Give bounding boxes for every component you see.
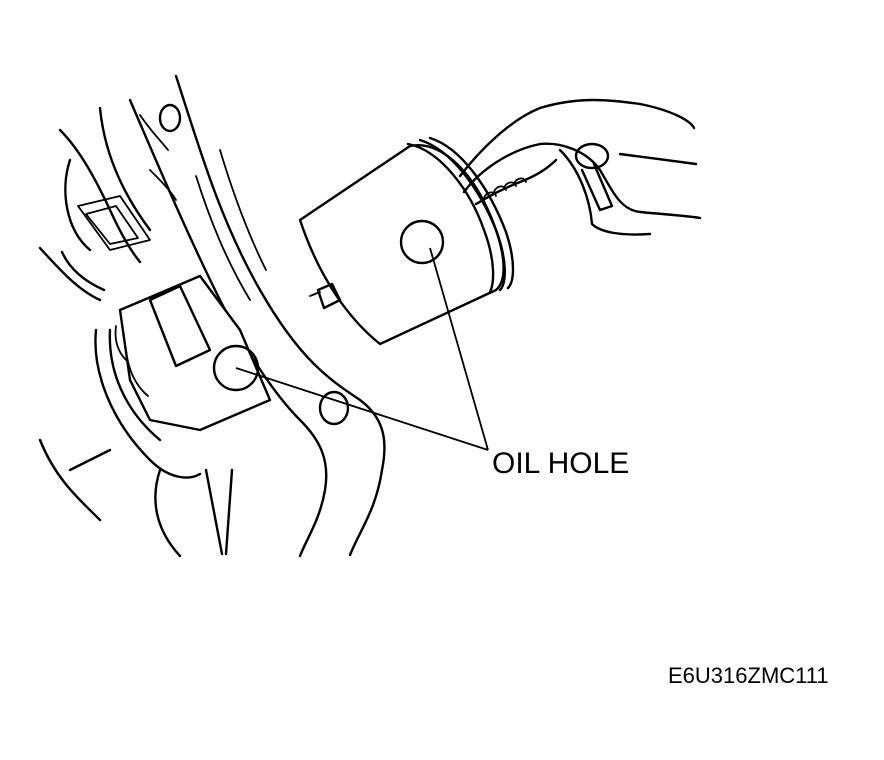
- figure-code: E6U316ZMC111: [668, 663, 829, 688]
- oil-hole-label: OIL HOLE: [492, 447, 629, 480]
- pin-bore-block: [114, 274, 272, 432]
- piston: [298, 136, 515, 346]
- callout-leaders: [235, 247, 489, 451]
- oil-hole-left: [212, 344, 260, 392]
- oil-hole-right: [399, 219, 445, 265]
- cylinder-block: [38, 74, 386, 558]
- ring-expander-tool: [458, 98, 702, 236]
